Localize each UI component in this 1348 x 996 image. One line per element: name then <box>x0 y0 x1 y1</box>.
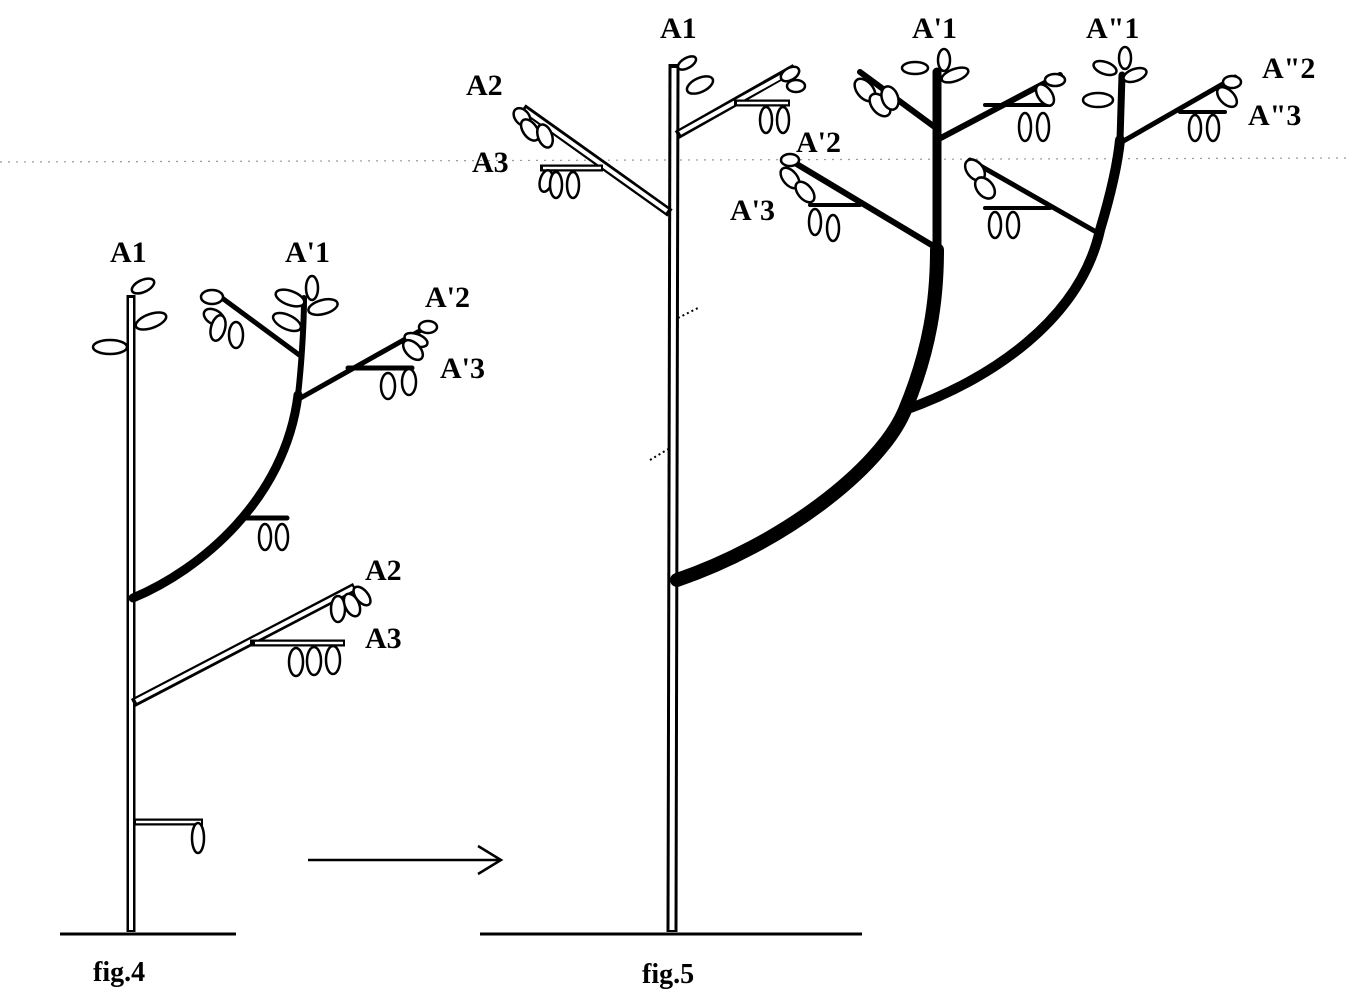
fig5-label-ap2: A'2 <box>796 126 841 159</box>
right-arrow-icon <box>308 846 501 874</box>
fig5-label-a1: A1 <box>660 12 697 45</box>
fig5-caption: fig.5 <box>642 959 694 990</box>
fig4-lower-twig <box>133 822 204 853</box>
fig5-ap-axis <box>677 72 1060 580</box>
fig4-a2-branch <box>133 587 355 703</box>
fig4-label-a1: A1 <box>110 236 147 269</box>
fig5: A1 A'1 A"1 A"2 A"3 A2 A3 A'2 A'3 fig.5 <box>466 12 1315 990</box>
fig5-label-app3: A"3 <box>1248 99 1301 132</box>
fig5-a1-side-branch <box>677 64 805 135</box>
fig4-label-a3: A3 <box>365 622 402 655</box>
fig5-label-ap3: A'3 <box>730 194 775 227</box>
fig5-label-a3: A3 <box>472 146 509 179</box>
fig5-label-a2: A2 <box>466 69 503 102</box>
fig5-label-app2: A"2 <box>1262 52 1315 85</box>
fig4-label-ap2: A'2 <box>425 281 470 314</box>
fig5-label-ap1: A'1 <box>912 12 957 45</box>
fig5-main-trunk <box>650 64 698 932</box>
fig5-label-app1: A"1 <box>1086 12 1139 45</box>
fig5-a1-leaves <box>676 54 716 98</box>
fig4-ap-leaves <box>201 276 437 550</box>
fig4-caption: fig.4 <box>93 957 145 988</box>
fig4-label-ap3: A'3 <box>440 352 485 385</box>
fig5-a2-branch <box>510 105 670 213</box>
fig4-label-ap1: A'1 <box>285 236 330 269</box>
fig4: A1 A'1 A'2 A'3 A2 A3 fig.4 <box>60 236 485 988</box>
fig4-label-a2: A2 <box>365 554 402 587</box>
fig5-app-axis <box>905 75 1235 410</box>
fig4-reiterated-axis <box>133 295 432 598</box>
